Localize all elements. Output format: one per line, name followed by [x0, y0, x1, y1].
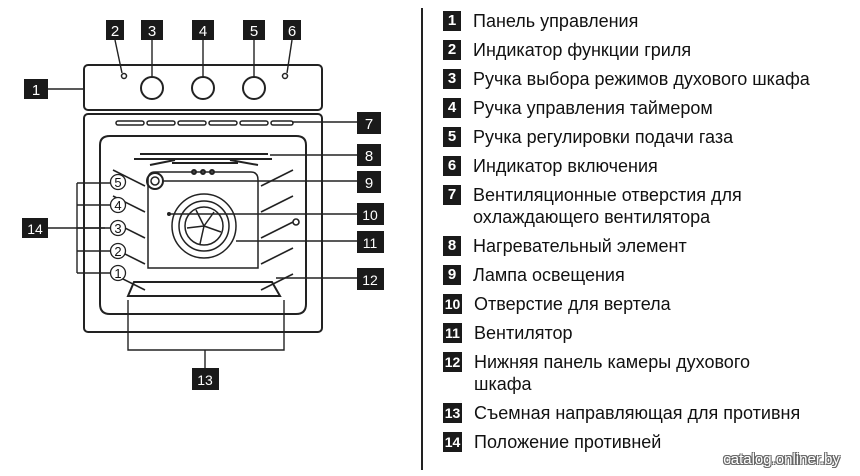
legend-text: Ручка выбора режимов духового шкафа — [473, 69, 810, 89]
marker-6: 6 — [283, 20, 301, 40]
marker-10: 10 — [357, 203, 384, 225]
marker-5: 5 — [243, 20, 265, 40]
shelf-level-1: 1 — [109, 264, 127, 282]
shelf-level-2: 2 — [109, 242, 127, 260]
svg-text:2: 2 — [114, 244, 121, 259]
legend-item: 10 Отверстие для вертела — [443, 293, 849, 315]
legend-item: 1 Панель управления — [443, 10, 848, 32]
legend-text: Съемная направляющая для противня — [474, 403, 801, 423]
legend-item: 7 Вентиляционные отверстия для охлаждающе… — [443, 184, 773, 228]
marker-7: 7 — [357, 112, 381, 134]
legend-item: 13 Съемная направляющая для противня — [443, 402, 849, 424]
legend-text: Нагревательный элемент — [473, 236, 687, 256]
gas-knob — [242, 76, 266, 100]
shelf-supports-right — [260, 169, 300, 291]
watermark: catalog.onliner.by — [723, 451, 840, 468]
grill-indicator — [120, 72, 128, 80]
svg-text:8: 8 — [365, 148, 373, 165]
legend-number: 8 — [443, 236, 461, 256]
legend-number: 12 — [443, 352, 462, 372]
marker-14: 14 — [22, 218, 48, 238]
legend-item: 2 Индикатор функции гриля — [443, 39, 848, 61]
svg-text:14: 14 — [27, 221, 43, 237]
bottom-panel — [126, 281, 282, 297]
mode-knob — [140, 76, 164, 100]
svg-text:3: 3 — [114, 221, 121, 236]
marker-8: 8 — [357, 144, 381, 166]
legend-number: 2 — [443, 40, 461, 60]
legend-text: Ручка управления таймером — [473, 98, 713, 118]
timer-knob — [191, 76, 215, 100]
legend-number: 11 — [443, 323, 462, 343]
legend-item: 6 Индикатор включения — [443, 155, 848, 177]
svg-text:1: 1 — [32, 82, 40, 99]
shelf-levels: 5 4 3 2 1 — [109, 173, 127, 282]
legend-item: 5 Ручка регулировки подачи газа — [443, 126, 848, 148]
legend-item: 3 Ручка выбора режимов духового шкафа — [443, 68, 848, 90]
fan — [171, 193, 237, 259]
legend-text: Ручка регулировки подачи газа — [473, 127, 734, 147]
legend-text: Лампа освещения — [473, 265, 625, 285]
vent-openings — [115, 120, 294, 126]
power-indicator — [281, 72, 289, 80]
cavity-back-wall — [147, 171, 259, 269]
legend-text: Положение противней — [474, 432, 662, 452]
svg-text:1: 1 — [114, 266, 121, 281]
legend-item: 8 Нагревательный элемент — [443, 235, 848, 257]
svg-text:2: 2 — [111, 23, 119, 40]
oven-diagram: 5 4 3 2 1 1 2 3 4 5 6 7 8 9 10 11 12 13 … — [22, 20, 384, 390]
legend-number: 6 — [443, 156, 461, 176]
spit-hole — [167, 212, 171, 216]
legend-text: Вентиляционные отверстия для охлаждающег… — [473, 185, 742, 227]
legend-item: 9 Лампа освещения — [443, 264, 848, 286]
legend-item: 12 Нижняя панель камеры духового шкафа — [443, 351, 794, 395]
legend-text: Отверстие для вертела — [474, 294, 671, 314]
legend-text: Вентилятор — [474, 323, 573, 343]
legend-number: 3 — [443, 69, 461, 89]
legend-number: 14 — [443, 432, 462, 452]
legend-number: 10 — [443, 294, 462, 314]
column-separator — [421, 8, 423, 470]
svg-text:7: 7 — [365, 116, 373, 133]
legend-text: Индикатор функции гриля — [473, 40, 692, 60]
marker-4: 4 — [192, 20, 214, 40]
marker-3: 3 — [141, 20, 163, 40]
legend-number: 9 — [443, 265, 461, 285]
svg-text:5: 5 — [114, 175, 121, 190]
legend-text: Панель управления — [473, 11, 639, 31]
marker-12: 12 — [357, 268, 384, 290]
lamp — [146, 172, 164, 190]
marker-13: 13 — [192, 368, 219, 390]
svg-text:4: 4 — [114, 198, 121, 213]
shelf-level-3: 3 — [109, 219, 127, 237]
shelf-level-5: 5 — [109, 173, 127, 191]
heating-element — [134, 153, 272, 175]
legend-number: 5 — [443, 127, 461, 147]
svg-text:4: 4 — [199, 23, 207, 40]
oven-body — [83, 113, 323, 333]
legend-item: 14 Положение противней — [443, 431, 849, 453]
legend-number: 1 — [443, 11, 461, 31]
marker-1: 1 — [24, 79, 48, 99]
svg-text:10: 10 — [362, 207, 378, 223]
svg-text:9: 9 — [365, 175, 373, 192]
svg-text:11: 11 — [363, 235, 378, 251]
marker-2: 2 — [106, 20, 124, 40]
legend-text: Индикатор включения — [473, 156, 658, 176]
svg-text:3: 3 — [148, 23, 156, 40]
oven-cavity — [99, 135, 307, 315]
shelf-level-4: 4 — [109, 196, 127, 214]
legend-number: 7 — [443, 185, 461, 205]
legend-text: Нижняя панель камеры духового шкафа — [474, 352, 751, 394]
marker-9: 9 — [357, 171, 381, 193]
svg-text:6: 6 — [288, 23, 296, 40]
svg-text:13: 13 — [197, 372, 213, 388]
legend-number: 4 — [443, 98, 461, 118]
svg-text:12: 12 — [362, 272, 378, 288]
legend-number: 13 — [443, 403, 462, 423]
legend-item: 4 Ручка управления таймером — [443, 97, 848, 119]
marker-11: 11 — [357, 231, 384, 253]
svg-text:5: 5 — [250, 23, 258, 40]
legend-item: 11 Вентилятор — [443, 322, 849, 344]
